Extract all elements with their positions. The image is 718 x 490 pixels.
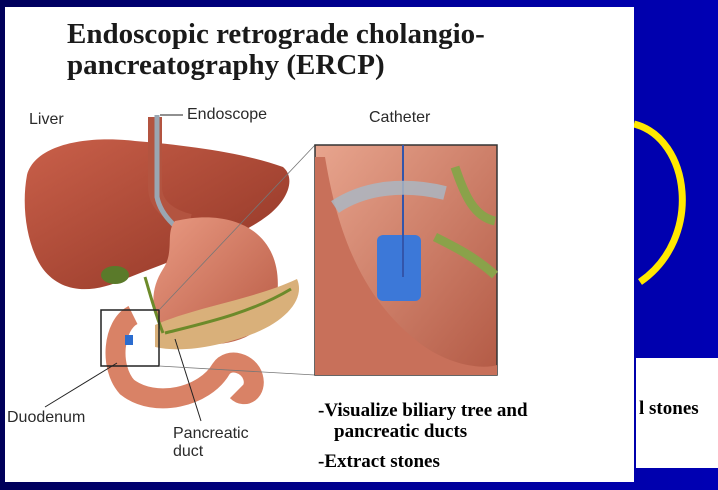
bullet-item-extract: -Extract stones bbox=[318, 451, 528, 472]
duodenum-pointer-line bbox=[45, 363, 117, 407]
bullet-list: -Visualize biliary tree and pancreatic d… bbox=[318, 400, 528, 472]
gallbladder-shape bbox=[101, 266, 129, 284]
catheter-label: Catheter bbox=[369, 109, 430, 127]
liver-label: Liver bbox=[29, 111, 64, 129]
bullet-item-1-line-1: -Visualize biliary tree and bbox=[318, 400, 528, 421]
inset-papilla-opening bbox=[377, 235, 421, 301]
duodenum-label: Duodenum bbox=[7, 409, 85, 427]
endoscope-label: Endoscope bbox=[187, 106, 267, 124]
pancreatic-duct-label: Pancreatic duct bbox=[173, 425, 249, 461]
ercp-slide-panel: Endoscopic retrograde cholangio- pancrea… bbox=[5, 7, 634, 482]
pancreatic-duct-label-line-1: Pancreatic bbox=[173, 425, 249, 442]
pancreatic-duct-label-line-2: duct bbox=[173, 443, 203, 460]
zoom-detail-marker bbox=[125, 335, 133, 345]
bullet-item-1-line-2: pancreatic ducts bbox=[318, 421, 528, 442]
bullet-item-visualize: -Visualize biliary tree and pancreatic d… bbox=[318, 400, 528, 442]
background-slide-text: l stones bbox=[639, 398, 699, 420]
